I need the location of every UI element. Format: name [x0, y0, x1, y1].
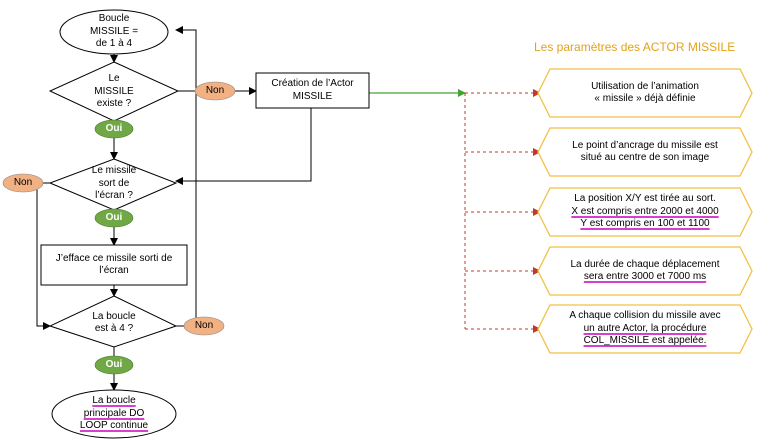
param-3-line-3: Y est compris en 100 et 1100 [580, 218, 710, 230]
param-1-line-1: Utilisation de l’animation [591, 80, 699, 92]
badge-non-1 [194, 81, 236, 101]
badge-non-3 [183, 316, 225, 336]
param-2-text: Le point d’ancrage du missile est situé … [552, 131, 738, 173]
badge-oui-1-label: Oui [105, 122, 123, 134]
create-actor-process [255, 72, 370, 109]
param-hex-1 [537, 68, 753, 118]
param-3-line-2: X est compris entre 2000 et 4000 [571, 205, 719, 217]
badge-oui-2-label: Oui [105, 211, 123, 223]
badge-non-3-label: Non [194, 319, 214, 331]
param-hex-5 [537, 304, 753, 354]
param-2-line-2: situé au centre de son image [580, 152, 710, 163]
param-hexagons [537, 68, 753, 354]
main-loop-label: La boucle principale DO LOOP continue [60, 393, 168, 435]
param-hex-2 [537, 127, 753, 177]
loop-start-terminal [59, 9, 169, 55]
params-title: Les paramètres des ACTOR MISSILE [534, 40, 736, 54]
badge-oui-3-label: Oui [105, 358, 123, 370]
param-5-text: A chaque collision du missile avec un au… [552, 307, 738, 351]
badge-non-2 [2, 173, 44, 193]
param-5-line-3: COL_MISSILE est appelée. [583, 335, 707, 347]
badge-oui-1 [94, 119, 134, 139]
params-dashed-links [464, 89, 541, 333]
missile-out-label: Le missile sort de l’écran ? [91, 165, 137, 202]
badge-non-1-label: Non [205, 84, 225, 96]
param-4-line-1: La durée de chaque déplacement [570, 258, 720, 270]
main-loop-line-2: principale DO [83, 407, 145, 419]
badge-oui-2 [94, 208, 134, 228]
erase-label: J’efface ce missile sorti de l’écran [55, 252, 173, 277]
param-1-line-2: « missile » déjà définie [594, 93, 696, 104]
param-3-text: La position X/Y est tirée au sort. X est… [552, 190, 738, 234]
create-actor-label: Création de l’Actor MISSILE [271, 78, 354, 102]
param-4-line-2: sera entre 3000 et 7000 ms [583, 271, 707, 282]
loop-end-label: La boucle est à 4 ? [92, 310, 136, 335]
main-loop-line-1: La boucle [92, 395, 136, 407]
erase-missile-process [40, 244, 188, 286]
param-4-text: La durée de chaque déplacement sera entr… [552, 250, 738, 292]
param-5-line-2: un autre Actor, la procédure [583, 322, 707, 334]
param-2-line-1: Le point d’ancrage du missile est [572, 139, 718, 151]
missile-exists-label: Le MISSILE existe ? [94, 73, 134, 110]
loop-start-label: Boucle MISSILE = de 1 à 4 [89, 13, 139, 50]
badge-non-2-label: Non [13, 176, 33, 188]
param-hex-3 [537, 187, 753, 237]
main-loop-terminal [51, 389, 177, 439]
loop-end-decision [48, 295, 178, 348]
param-3-line-1: La position X/Y est tirée au sort. [574, 193, 716, 205]
main-loop-line-3: LOOP continue [79, 420, 149, 432]
param-hex-4 [537, 246, 753, 296]
badge-oui-3 [94, 355, 134, 375]
param-5-line-1: A chaque collision du missile avec [569, 310, 721, 322]
param-1-text: Utilisation de l’animation « missile » d… [552, 72, 738, 114]
